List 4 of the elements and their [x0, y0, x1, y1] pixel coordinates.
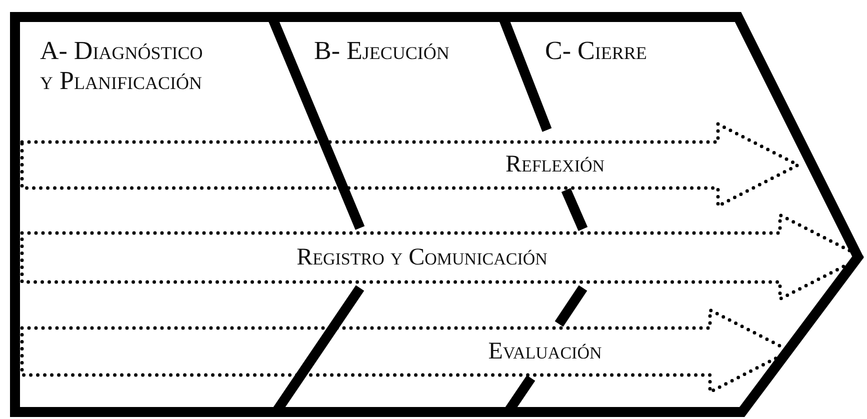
phase-heading: C- Cierre: [545, 36, 695, 66]
dotted-arrow-band: [22, 214, 866, 300]
phase-heading: A- Diagnóstico y Planificación: [40, 36, 212, 96]
phase-heading: B- Ejecución: [314, 36, 504, 66]
